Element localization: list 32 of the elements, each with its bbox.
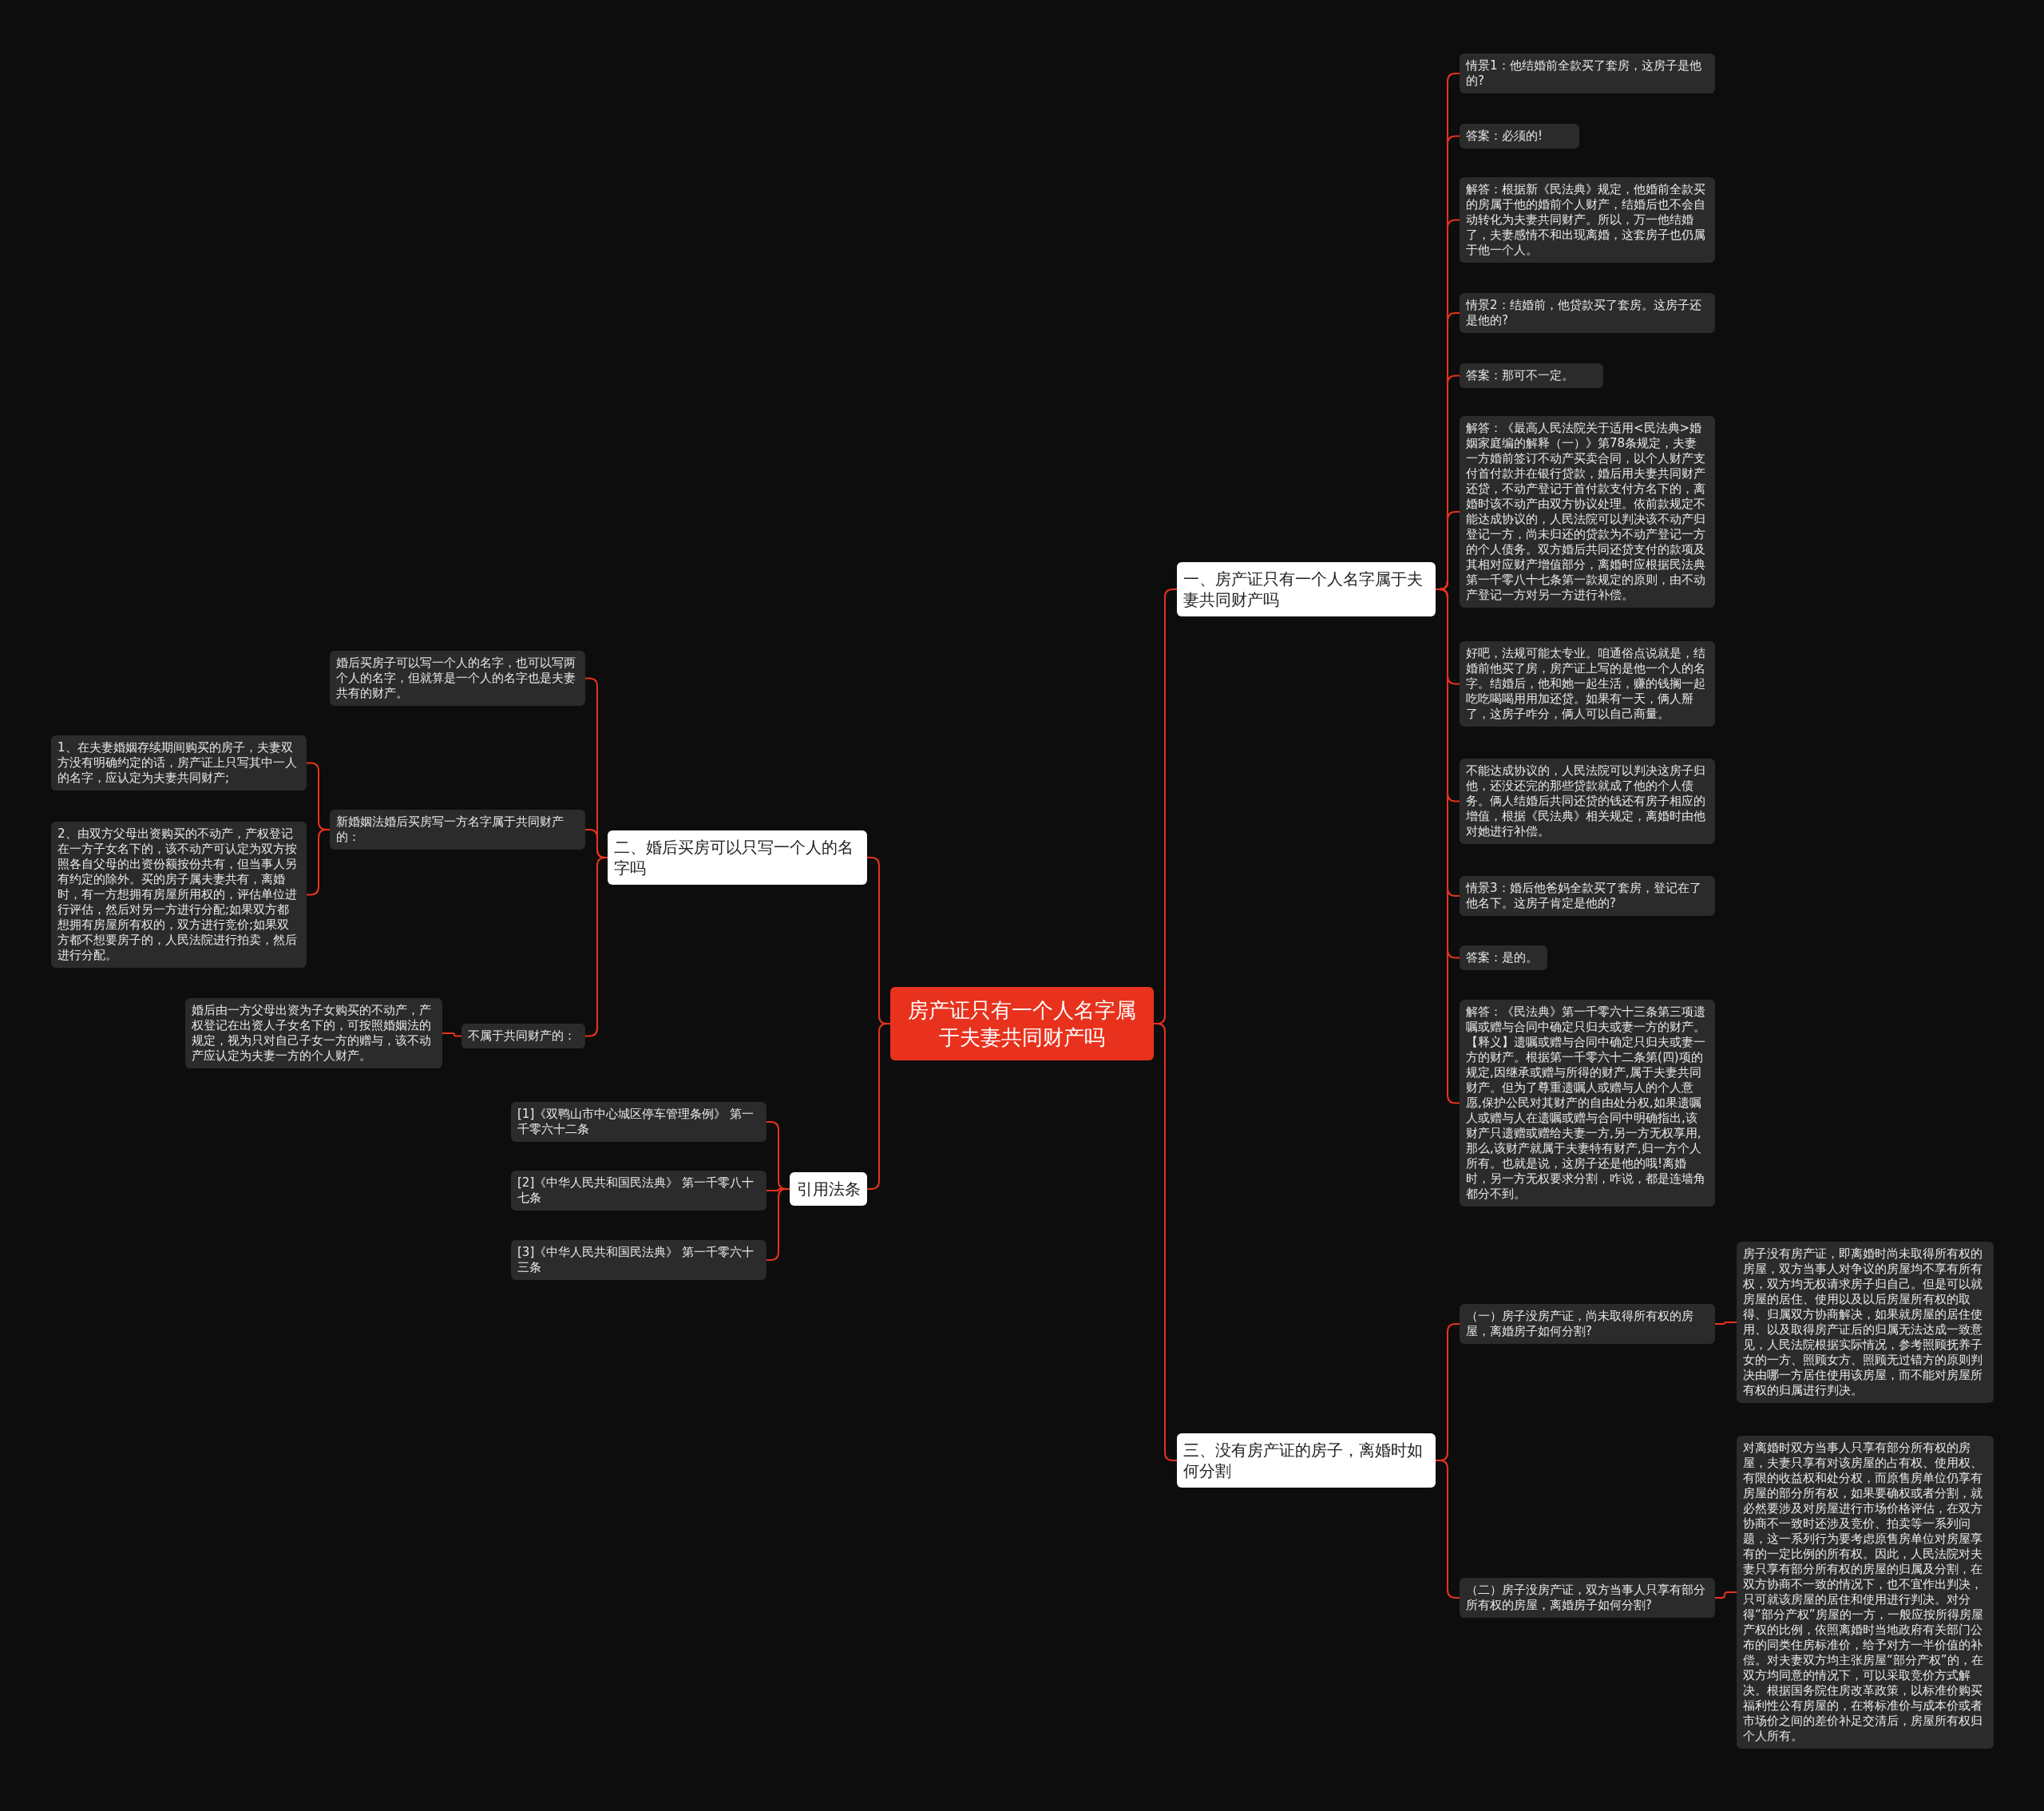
topic-box: 三、没有房产证的房子，离婚时如何分割 (1177, 1433, 1436, 1488)
note-box: 好吧，法规可能太专业。咱通俗点说就是，结婚前他买了房，房产证上写的是他一个人的名字。结婚后，他和她一起生活，赚的钱搁一起吃吃喝喝用用加还贷。如果有一天，俩人掰了，这房子咋分，俩人可以自己商量。 (1460, 641, 1715, 727)
note-box: 解答：《最高人民法院关于适用<民法典>婚姻家庭编的解释（一）》第78条规定，夫妻一方婚前签订不动产买卖合同，以个人财产支付首付款并在银行贷款，婚后用夫妻共同财产还贷，不动产登记于首付款支付方名下的，离婚时该不动产由双方协议处理。依前款规定不能达成协议的，人民法院可以判决该不动产归登记一方，尚未归还的贷款为不动产登记一方的个人债务。双方婚后共同还贷支付的款项及其相对应财产增值部分，离婚时应根据民法典第一千零八十七条第一款规定的原则，由不动产登记一方对另一方进行补偿。 (1460, 416, 1715, 608)
note-box: 解答：根据新《民法典》规定，他婚前全款买的房属于他的婚前个人财产，结婚后也不会自动转化为夫妻共同财产。所以，万一他结婚了，夫妻感情不和出现离婚，这套房子也仍属于他一个人。 (1460, 177, 1715, 263)
note-box: 不能达成协议的，人民法院可以判决这房子归他，还没还完的那些贷款就成了他的个人债务。俩人结婚后共同还贷的钱还有房子相应的增值，根据《民法典》相关规定，离婚时由他对她进行补偿。 (1460, 759, 1715, 844)
note-box: 引用法条 (790, 1172, 867, 1206)
note-box: （二）房子没房产证，双方当事人只享有部分所有权的房屋，离婚房子如何分割? (1460, 1578, 1715, 1618)
connector-line (1714, 1591, 1737, 1599)
connector-line (442, 1032, 462, 1037)
topic-box: 一、房产证只有一个人名字属于夫妻共同财产吗 (1177, 562, 1436, 616)
note-box: 答案：必须的! (1460, 124, 1579, 149)
note-box: 情景3：婚后他爸妈全款买了套房，登记在了他名下。这房子肯定是他的? (1460, 876, 1715, 916)
note-box: 情景2：结婚前，他贷款买了套房。这房子还是他的? (1460, 293, 1715, 333)
note-box: 答案：那可不一定。 (1460, 363, 1603, 388)
note-box: 不属于共同财产的： (461, 1024, 585, 1048)
note-box: 新婚姻法婚后买房写一方名字属于共同财产的： (330, 810, 585, 850)
note-box: 情景1：他结婚前全款买了套房，这房子是他的? (1460, 53, 1715, 93)
note-box: [2]《中华人民共和国民法典》 第一千零八十七条 (511, 1171, 766, 1211)
note-box: 2、由双方父母出资购买的不动产，产权登记在一方子女名下的，该不动产可认定为双方按照各自父母的出资份额按份共有，但当事人另有约定的除外。买的房子属夫妻共有，离婚时，有一方想拥有房屋所用权的，评估单位进行评估，然后对另一方进行分配;如果双方都想拥有房屋所有权的，双方进行竞价;如果双方都不想要房子的，人民法院进行拍卖，然后进行分配。 (51, 822, 307, 968)
central-topic: 房产证只有一个人名字属于夫妻共同财产吗 (890, 987, 1154, 1060)
note-box: 婚后由一方父母出资为子女购买的不动产，产权登记在出资人子女名下的，可按照婚姻法的规定，视为只对自己子女一方的赠与，该不动产应认定为夫妻一方的个人财产。 (185, 998, 442, 1068)
topic-box: 二、婚后买房可以只写一个人的名字吗 (608, 830, 867, 885)
note-box: 婚后买房子可以写一个人的名字，也可以写两个人的名字，但就算是一个人的名字也是夫妻共有的财产。 (330, 651, 585, 706)
note-box: （一）房子没房产证，尚未取得所有权的房屋，离婚房子如何分割? (1460, 1304, 1715, 1344)
note-box: [1]《双鸭山市中心城区停车管理条例》 第一千零六十二条 (511, 1102, 766, 1142)
note-box: [3]《中华人民共和国民法典》 第一千零六十三条 (511, 1240, 766, 1280)
note-box: 答案：是的。 (1460, 945, 1547, 970)
note-box: 房子没有房产证，即离婚时尚未取得所有权的房屋，双方当事人对争议的房屋均不享有所有权，双方均无权请求房子归自己。但是可以就房屋的居住、使用以及以后房屋所有权的取得、归属双方协商解决，如果就房屋的居住使用、以及取得房产证后的归属无法达成一致意见，人民法院根据实际情况，参考照顾抚养子女的一方、照顾女方、照顾无过错方的原则判决由哪一方居住使用该房屋，而不能对房屋所有权的归属进行判决。 (1737, 1242, 1994, 1403)
connector-line (1714, 1322, 1737, 1325)
note-box: 对离婚时双方当事人只享有部分所有权的房屋，夫妻只享有对该房屋的占有权、使用权、有限的收益权和处分权，而原售房单位仍享有房屋的部分所有权，如果要确权或者分割，就必然要涉及对房屋进行市场价格评估，在双方协商不一致时还涉及竞价、拍卖等一系列问题，这一系列行为要考虑原售房单位对房屋享有的一定比例的所有权。因此，人民法院对夫妻只享有部分所有权的房屋的归属及分割，在双方协商不一致的情况下，也不宜作出判决，只可就该房屋的居住和使用进行判决。对分得“部分产权”房屋的一方，一般应按所得房屋产权的比例，依照离婚时当地政府有关部门公布的同类住房标准价，给予对方一半价值的补偿。对夫妻双方均主张房屋“部分产权”的，在双方均同意的情况下，可以采取竞价方式解决。根据国务院住房改革政策，以标准价购买福利性公有房屋的，在将标准价与成本价或者市场价之间的差价补足交清后，房屋所有权归个人所有。 (1737, 1436, 1994, 1749)
note-box: 解答：《民法典》第一千零六十三条第三项遗嘱或赠与合同中确定只归夫或妻一方的财产。【释义】遗嘱或赠与合同中确定只归夫或妻一方的财产。根据第一千零六十二条第(四)项的规定,因继承或赠与所得的财产,属于夫妻共同财产。但为了尊重遗嘱人或赠与人的个人意愿,保护公民对其财产的自由处分权,如果遗嘱人或赠与人在遗嘱或赠与合同中明确指出,该财产只遗赠或赠给夫妻一方,另一方无权享用,那么,该财产就属于夫妻特有财产,归一方个人所有。也就是说，这房子还是他的哦!离婚时，另一方无权要求分割，咋说，都是连墙角都分不到。 (1460, 1000, 1715, 1207)
note-box: 1、在夫妻婚姻存续期间购买的房子，夫妻双方没有明确约定的话，房产证上只写其中一人的名字，应认定为夫妻共同财产; (51, 735, 307, 791)
